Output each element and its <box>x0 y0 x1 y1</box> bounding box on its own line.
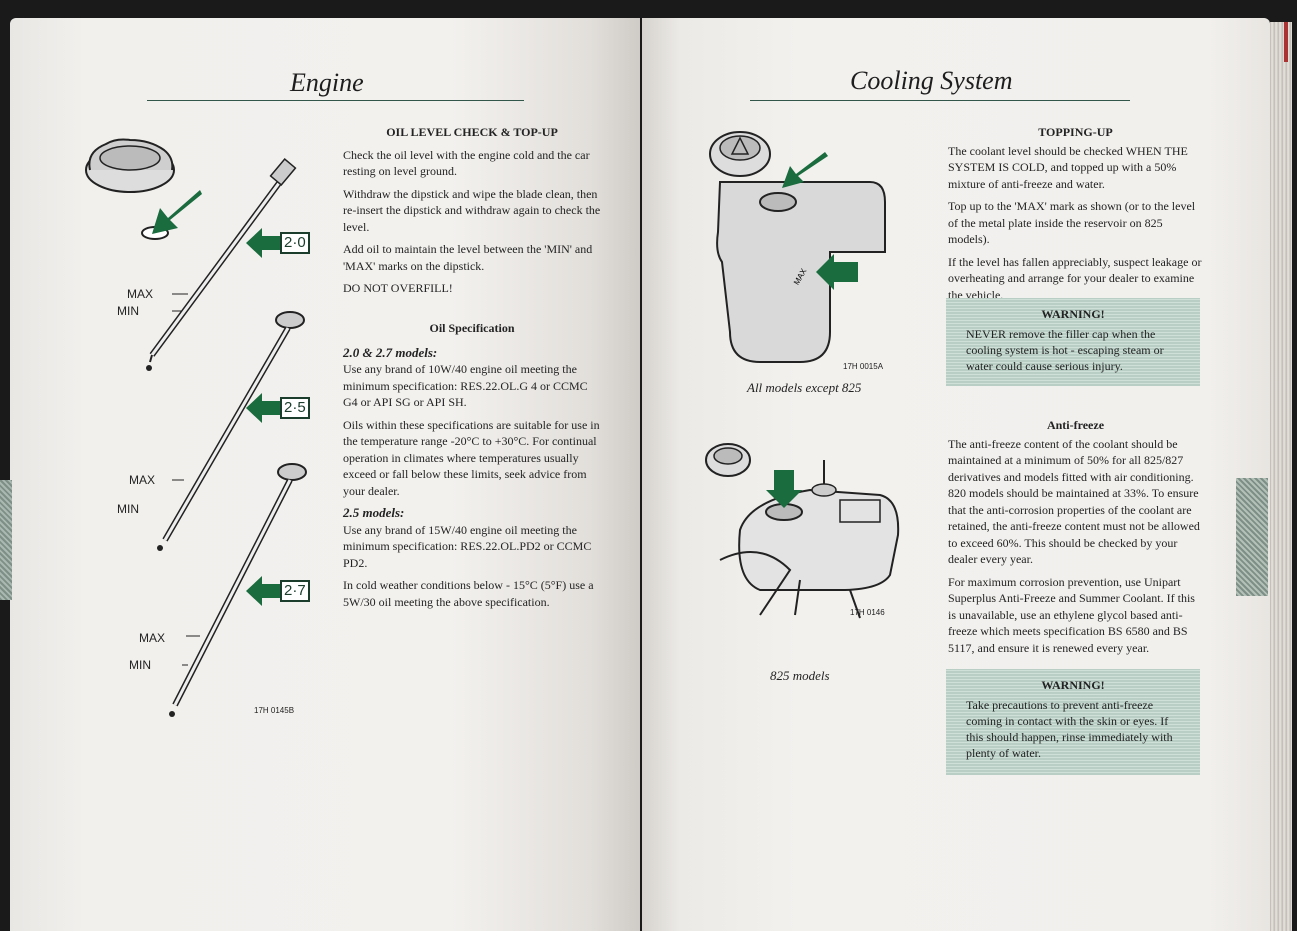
paragraph: Withdraw the dipstick and wipe the blade… <box>343 186 601 234</box>
oil-spec-section: Oil Specification 2.0 & 2.7 models: Use … <box>343 320 601 616</box>
section-thumb-tab-right <box>1236 478 1268 596</box>
figure-caption: 825 models <box>770 668 830 683</box>
warning-text: Take precautions to prevent anti-freeze … <box>966 698 1173 760</box>
model-marker-2-0: 2·0 <box>246 228 310 258</box>
model-marker-2-7: 2·7 <box>246 576 310 606</box>
max-label: MAX <box>127 287 154 301</box>
warning-box-hot-cap: WARNING! NEVER remove the filler cap whe… <box>946 298 1200 386</box>
paragraph: For maximum corrosion prevention, use Un… <box>948 574 1195 655</box>
min-label: MIN <box>129 658 151 672</box>
warning-title: WARNING! <box>1041 307 1105 321</box>
dipstick-icon <box>146 158 297 371</box>
dipstick-icon <box>157 311 305 551</box>
paragraph: Oils within these specifications are sui… <box>343 417 600 498</box>
coolant-reservoir-diagram: MAX <box>709 131 886 363</box>
section-title: Anti-freeze <box>1046 418 1105 432</box>
warning-text: NEVER remove the filler cap when the coo… <box>966 327 1164 373</box>
filler-cap-icon <box>705 443 751 477</box>
arrow-left-icon <box>246 393 280 423</box>
arrow-icon <box>782 152 828 188</box>
tank-body <box>738 488 900 591</box>
paragraph: The coolant level should be checked WHEN… <box>948 143 1188 191</box>
paragraph: In cold weather conditions below - 15°C … <box>343 578 594 609</box>
figure-code: 17H 0015A <box>843 362 884 371</box>
section-title: TOPPING-UP <box>1038 125 1113 139</box>
figure-code: 17H 0145B <box>254 706 295 715</box>
dipstick-icon <box>169 463 307 717</box>
max-label: MAX <box>139 631 166 645</box>
paragraph: Check the oil level with the engine cold… <box>343 147 590 179</box>
model-marker-2-5: 2·5 <box>246 393 310 423</box>
paragraph: Add oil to maintain the level between th… <box>343 242 593 273</box>
figure-caption: All models except 825 <box>747 380 862 395</box>
min-label: MIN <box>117 502 139 516</box>
section-title: Oil Specification <box>429 321 515 335</box>
subheading: 2.5 models: <box>343 505 405 520</box>
arrow-icon <box>816 254 858 290</box>
paragraph: DO NOT OVERFILL! <box>343 281 453 295</box>
page-title-cooling: Cooling System <box>850 66 1013 95</box>
warning-box-antifreeze-contact: WARNING! Take precautions to prevent ant… <box>946 669 1200 775</box>
paragraph: Top up to the 'MAX' mark as shown (or to… <box>948 199 1196 246</box>
reservoir-body <box>716 181 886 363</box>
warning-title: WARNING! <box>1041 678 1105 692</box>
coolant-expansion-tank-825-diagram <box>705 443 900 619</box>
filler-cap-icon <box>709 131 771 177</box>
topping-up-section: TOPPING-UP The coolant level should be c… <box>948 124 1203 309</box>
book-page-edges <box>1270 22 1292 931</box>
paragraph: Use any brand of 15W/40 engine oil meeti… <box>343 522 592 570</box>
section-thumb-tab-left <box>0 480 12 600</box>
dipstick-diagram <box>85 138 307 717</box>
min-label: MIN <box>117 304 139 318</box>
title-rule <box>147 100 524 101</box>
paragraph: Use any brand of 10W/40 engine oil meeti… <box>343 362 588 409</box>
section-title: OIL LEVEL CHECK & TOP-UP <box>386 125 558 139</box>
page-title-engine: Engine <box>290 68 364 97</box>
subheading: 2.0 & 2.7 models: <box>343 344 438 360</box>
title-rule <box>750 100 1130 101</box>
max-label: MAX <box>129 473 156 487</box>
oil-filler-cap-icon <box>85 138 175 193</box>
paragraph: The anti-freeze content of the coolant s… <box>948 436 1200 567</box>
page-marker-strip <box>1284 22 1288 62</box>
arrow-icon <box>766 470 802 508</box>
oil-check-section: OIL LEVEL CHECK & TOP-UP Check the oil l… <box>343 124 601 303</box>
antifreeze-section: Anti-freeze The anti-freeze content of t… <box>948 417 1203 662</box>
arrow-left-icon <box>246 576 280 606</box>
figure-code: 17H 0146 <box>850 608 885 617</box>
arrow-icon <box>152 190 202 234</box>
arrow-left-icon <box>246 228 280 258</box>
paragraph: If the level has fallen appreciably, sus… <box>948 254 1202 302</box>
